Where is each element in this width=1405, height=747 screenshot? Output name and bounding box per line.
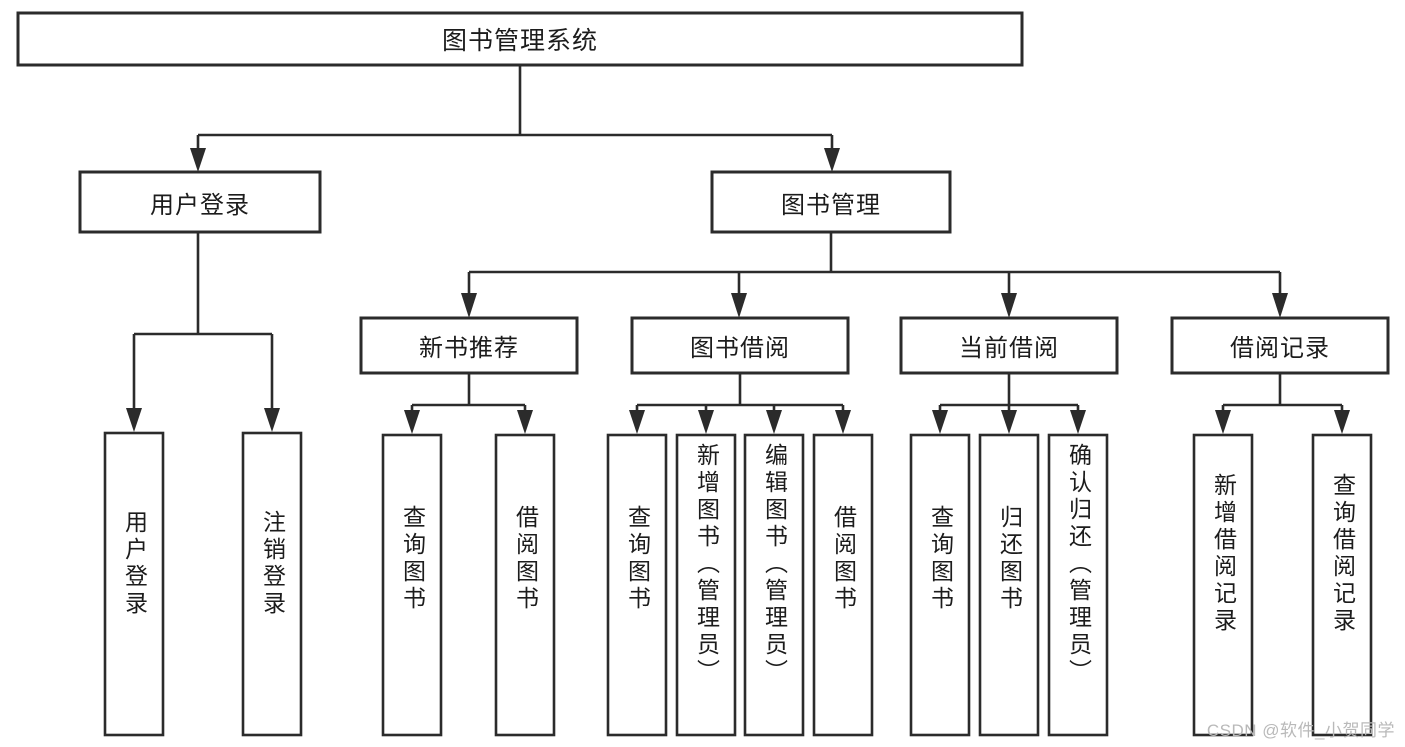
arrow-head-icon — [461, 293, 477, 318]
connector-root-to-level2 — [190, 65, 840, 172]
leaf-box-new-book-0[interactable] — [381, 433, 443, 737]
arrow-head-icon — [731, 293, 747, 318]
arrow-head-icon — [824, 148, 840, 172]
arrow-head-icon — [1334, 410, 1350, 434]
arrow-head-icon — [766, 410, 782, 434]
arrow-head-icon — [1215, 410, 1231, 434]
connector-borrow-record-to-leaves — [1215, 373, 1350, 434]
leaf-box-book-borrow-2[interactable] — [743, 433, 805, 737]
connector-new-book-to-leaves — [404, 373, 533, 434]
arrow-head-icon — [698, 410, 714, 434]
leaf-box-borrow-record-0[interactable] — [1192, 433, 1254, 737]
leaf-box-borrow-record-1[interactable] — [1311, 433, 1373, 737]
node-book-borrow[interactable] — [630, 316, 850, 375]
leaf-box-current-borrow-2[interactable] — [1047, 433, 1109, 737]
connector-book-management-to-level3 — [461, 232, 1288, 318]
leaf-box-user-login-0[interactable] — [103, 431, 165, 737]
node-current-borrow[interactable] — [899, 316, 1119, 375]
arrow-head-icon — [517, 410, 533, 434]
leaf-box-user-login-1[interactable] — [241, 431, 303, 737]
arrow-head-icon — [629, 410, 645, 434]
arrow-head-icon — [190, 148, 206, 172]
leaf-box-book-borrow-0[interactable] — [606, 433, 668, 737]
leaf-box-current-borrow-1[interactable] — [978, 433, 1040, 737]
connector-book-borrow-to-leaves — [629, 373, 851, 434]
leaf-box-current-borrow-0[interactable] — [909, 433, 971, 737]
leaf-box-book-borrow-1[interactable] — [675, 433, 737, 737]
connector-user-login-to-leaves — [126, 232, 280, 432]
arrow-head-icon — [932, 410, 948, 434]
leaf-box-new-book-1[interactable] — [494, 433, 556, 737]
arrow-head-icon — [835, 410, 851, 434]
leaf-box-book-borrow-3[interactable] — [812, 433, 874, 737]
arrow-head-icon — [404, 410, 420, 434]
arrow-head-icon — [1001, 410, 1017, 434]
arrow-head-icon — [1070, 410, 1086, 434]
arrow-head-icon — [1272, 293, 1288, 318]
node-root-book-management-system[interactable] — [16, 11, 1024, 67]
connector-current-borrow-to-leaves — [932, 373, 1086, 434]
arrow-head-icon — [126, 408, 142, 432]
node-book-management[interactable] — [710, 170, 952, 234]
node-borrow-record[interactable] — [1170, 316, 1390, 375]
arrow-head-icon — [264, 408, 280, 432]
node-new-book-recommend[interactable] — [359, 316, 579, 375]
arrow-head-icon — [1001, 293, 1017, 318]
node-user-login[interactable] — [78, 170, 322, 234]
